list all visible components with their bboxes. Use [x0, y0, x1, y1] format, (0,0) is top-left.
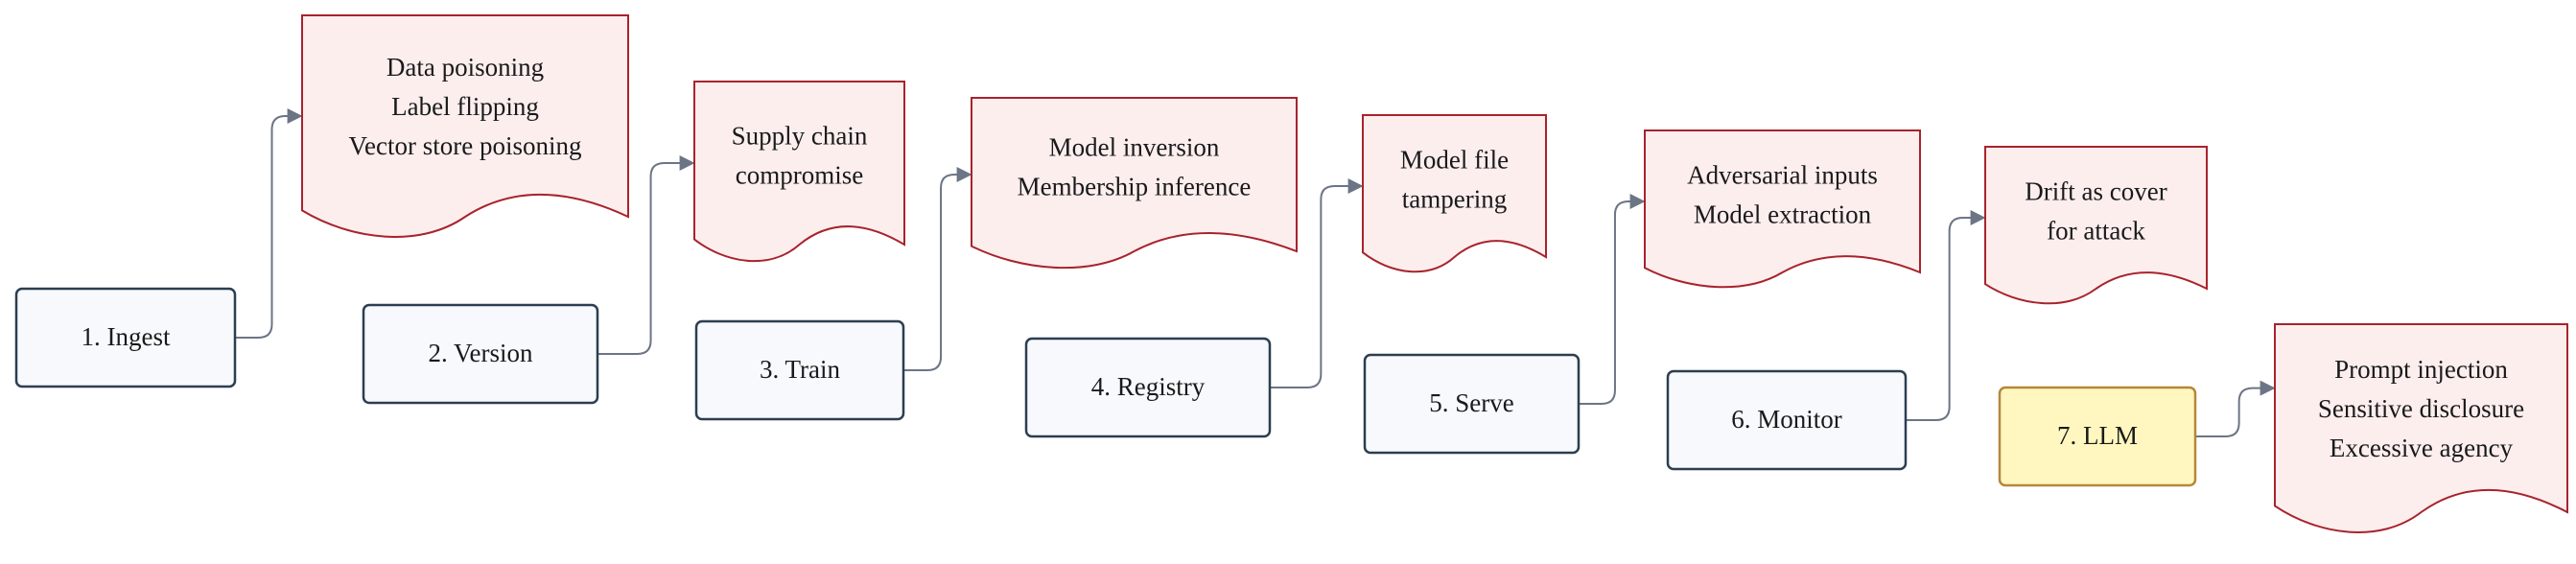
edge-llm [2195, 380, 2276, 437]
risk-line: Adversarial inputs [1687, 161, 1878, 190]
stage-train[interactable]: 3. Train [694, 319, 905, 421]
edge-serve [1579, 194, 1646, 405]
stage-label: 1. Ingest [82, 322, 171, 351]
risk-document-shape [693, 81, 905, 263]
risk-line: Data poisoning [386, 53, 544, 82]
risk-note-monitor: Drift as cover for attack [1984, 146, 2208, 305]
risk-document-shape [1362, 114, 1547, 273]
risk-line: Vector store poisoning [349, 131, 582, 160]
risk-line: Label flipping [391, 92, 539, 121]
stage-version[interactable]: 2. Version [362, 303, 599, 405]
risk-document-shape [971, 97, 1298, 270]
edge-ingest [235, 108, 303, 339]
risk-line: Model file [1400, 146, 1509, 175]
stage-label: 2. Version [428, 339, 533, 367]
risk-line: Model inversion [1049, 133, 1220, 162]
risk-line: Membership inference [1018, 173, 1252, 201]
risk-line: compromise [736, 161, 863, 190]
stage-box [1024, 337, 1272, 438]
stage-ingest[interactable]: 1. Ingest [14, 287, 237, 388]
stage-label: 3. Train [760, 355, 841, 384]
stage-registry[interactable]: 4. Registry [1024, 337, 1272, 438]
risk-line: Prompt injection [2334, 355, 2508, 384]
stage-box [362, 303, 599, 405]
risk-line: Drift as cover [2025, 177, 2166, 206]
stage-label: 7. LLM [2057, 421, 2138, 450]
stage-label: 5. Serve [1429, 388, 1513, 417]
stage-box [14, 287, 237, 388]
risk-line: Model extraction [1694, 200, 1872, 229]
stage-label: 4. Registry [1091, 372, 1206, 401]
stage-box [1666, 369, 1908, 471]
stage-label: 6. Monitor [1731, 405, 1842, 434]
risk-line: tampering [1402, 185, 1507, 214]
risk-document-shape [2274, 323, 2568, 533]
risk-note-registry: Model file tampering [1362, 114, 1547, 273]
risk-line: for attack [2047, 217, 2145, 246]
edge-monitor [1906, 210, 1986, 421]
risk-document-shape [1644, 129, 1921, 289]
edge-train [903, 167, 972, 371]
risk-document-shape [1984, 146, 2208, 305]
edge-registry [1270, 178, 1364, 388]
edge-version [597, 155, 695, 355]
stage-serve[interactable]: 5. Serve [1363, 353, 1581, 455]
risk-line: Excessive agency [2330, 434, 2514, 462]
stage-monitor[interactable]: 6. Monitor [1666, 369, 1908, 471]
stage-box [1998, 386, 2197, 487]
stage-llm[interactable]: 7. LLM [1998, 386, 2197, 487]
risk-line: Supply chain [732, 122, 868, 151]
stage-box [694, 319, 905, 421]
stage-box [1363, 353, 1581, 455]
risk-document-shape [301, 14, 629, 238]
risk-note-version: Supply chain compromise [693, 81, 905, 263]
risk-line: Sensitive disclosure [2318, 394, 2524, 423]
